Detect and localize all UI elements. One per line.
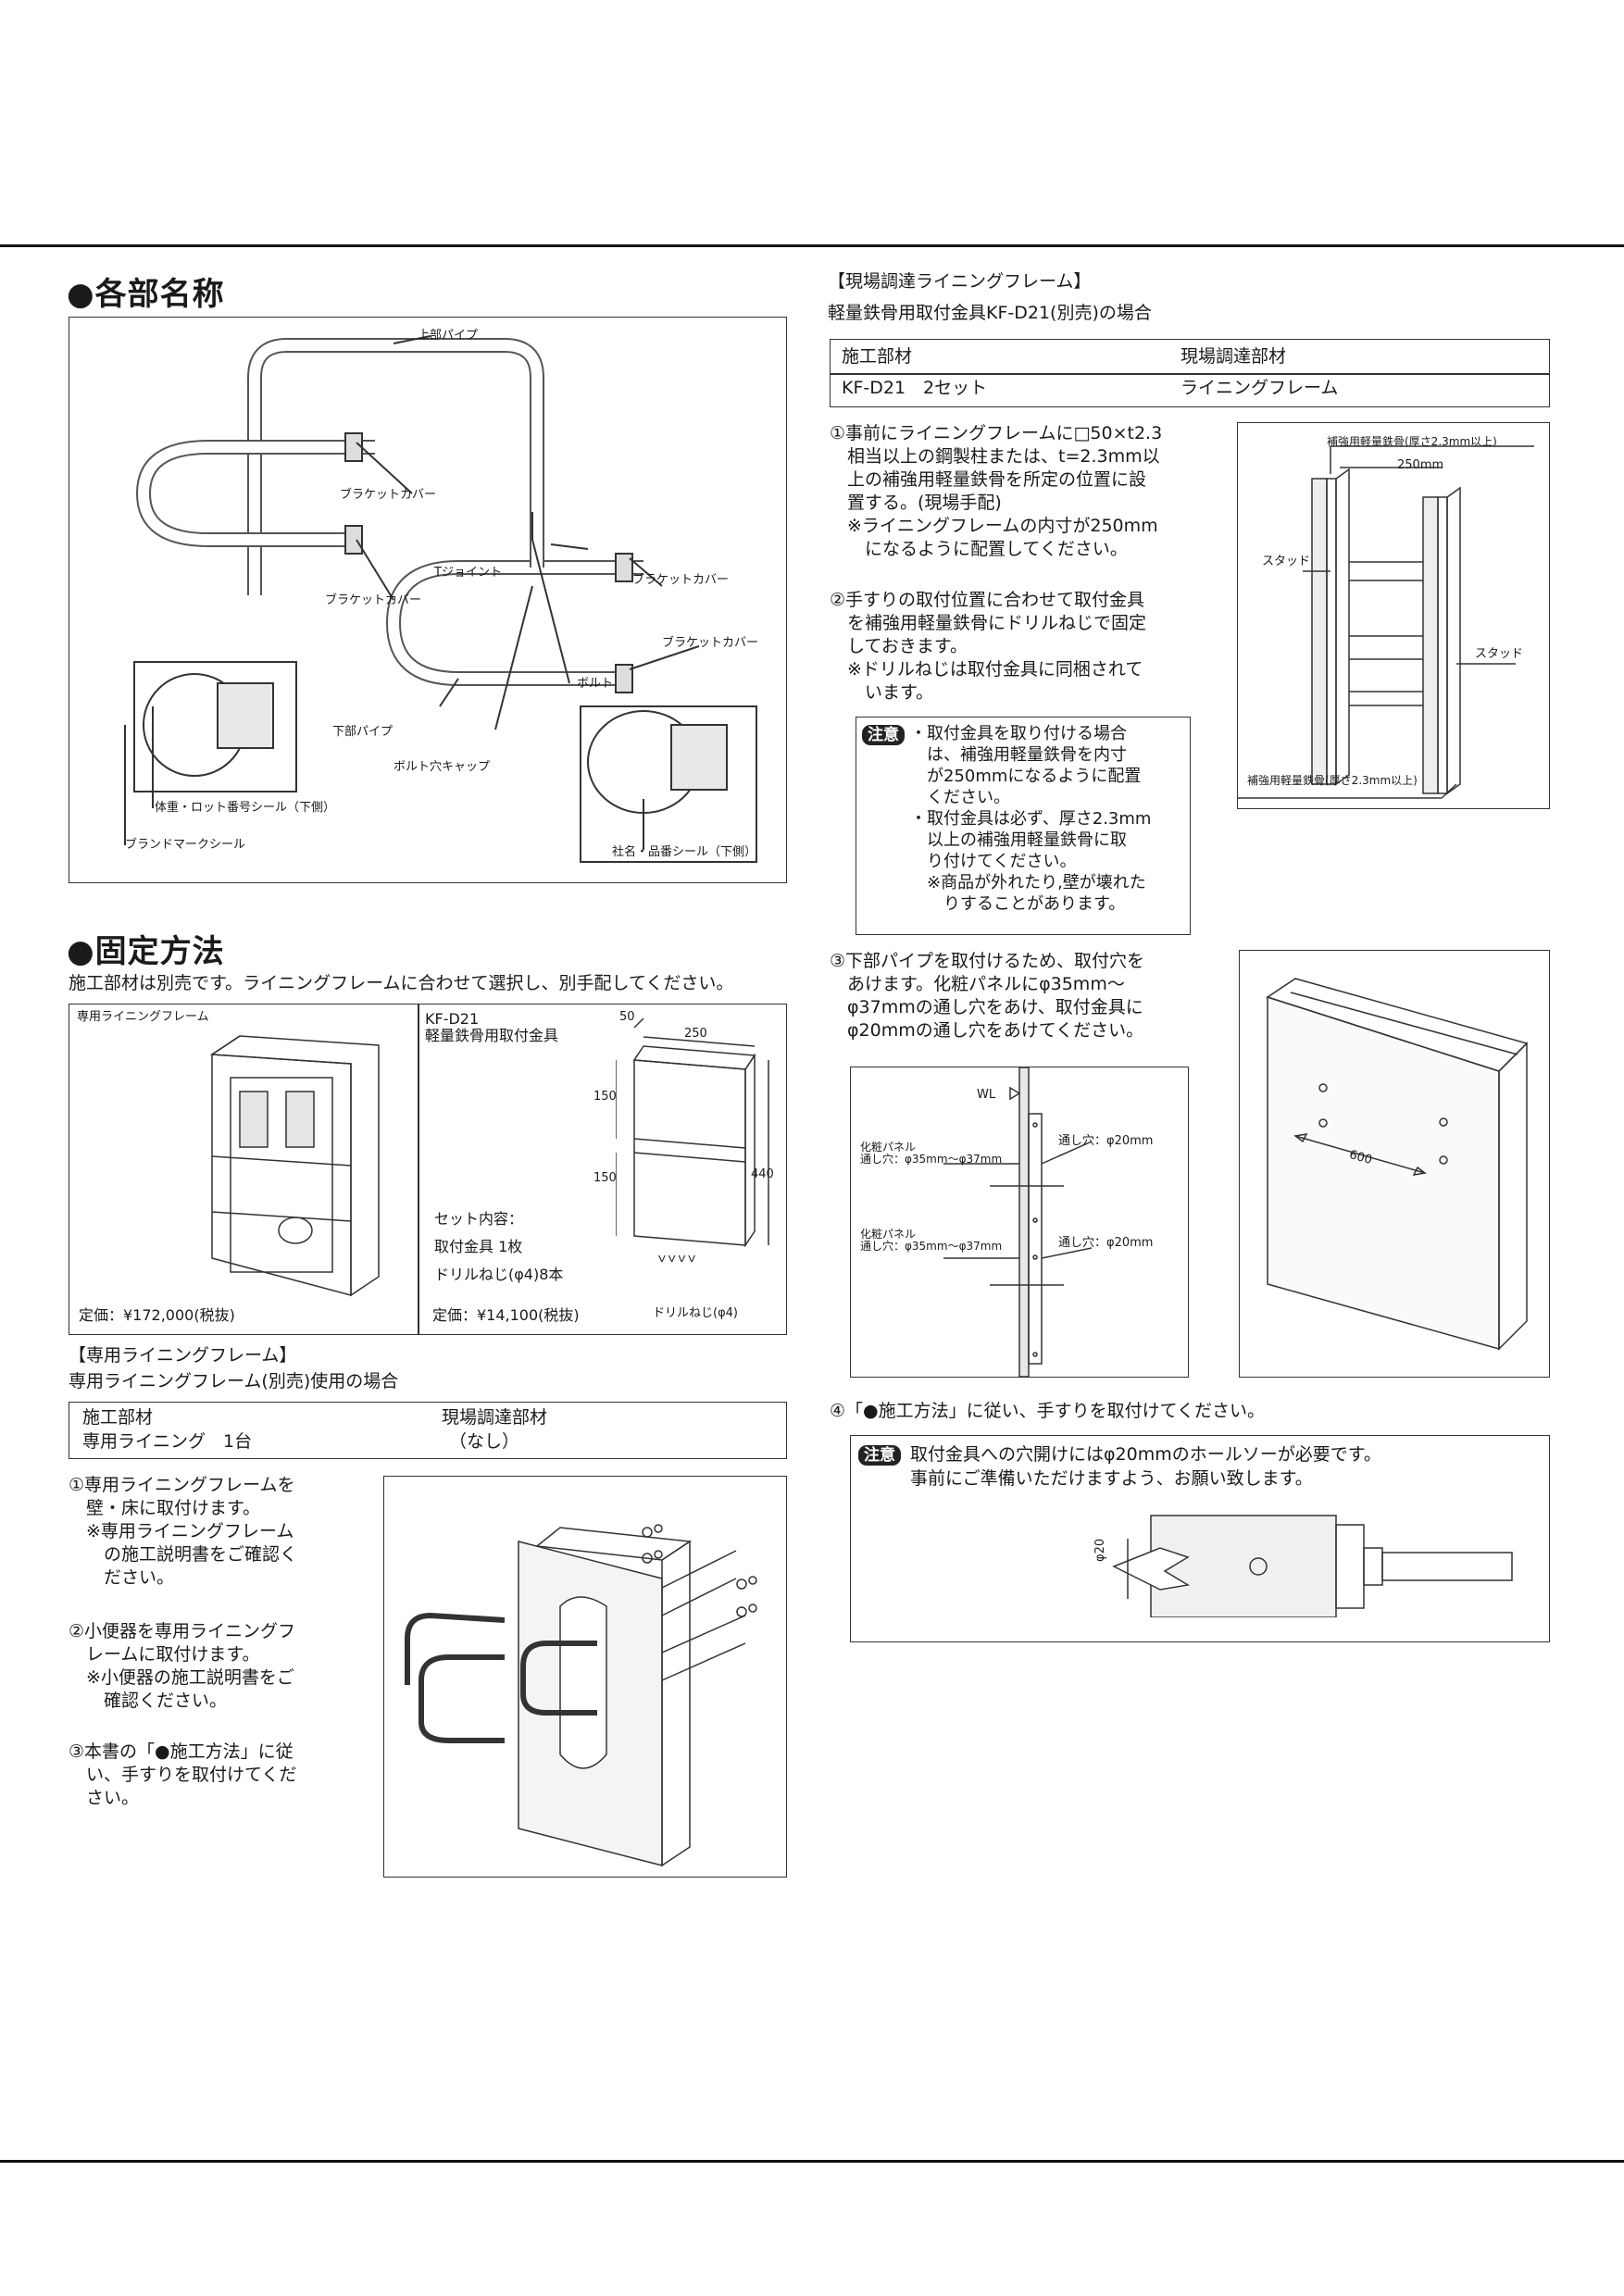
dedicated-col1-head: 施工部材 [82,1407,154,1428]
frame-bottom-label: 補強用軽量鉄骨(厚さ2.3mm以上) [1247,774,1418,787]
site-col2-val: ライニングフレーム [1181,378,1339,398]
dedicated-step-1: ①専用ライニングフレームを 壁・床に取付けます。 ※専用ライニングフレーム の施… [69,1475,298,1588]
bracket-diagram [616,1014,782,1273]
handrail-parts-diagram [69,318,788,884]
caution-box-2: 注意 取付金具への穴開けにはφ20mmのホールソーが必要です。 事前にご準備いた… [850,1435,1550,1642]
label-bracket-cover-1: ブラケットカバー [340,488,437,502]
stud-label-right: スタッド [1475,647,1524,661]
dedicated-col1-val: 専用ライニング 1台 [82,1431,253,1452]
panel-hole-2: 化粧パネル 通し穴：φ35mm～φ37mm [860,1228,1003,1253]
panel-divider [418,1004,419,1334]
section-title-parts: ●各部名称 [67,276,225,313]
label-bracket-cover-3: ブラケットカバー [632,573,730,587]
site-col1-head: 施工部材 [842,346,913,367]
label-upper-pipe: 上部パイプ [418,329,479,343]
decor-panel-drawing [1240,951,1549,1377]
label-company-seal: 社名・品番シール（下側） [612,845,757,859]
label-bolt-cap: ボルト穴キャップ [394,760,491,774]
bottom-rule [0,2160,1624,2163]
dedicated-subheader: 専用ライニングフレーム(別売)使用の場合 [69,1371,399,1391]
section-title-fix: ●固定方法 [67,933,225,970]
label-brand-seal: ブランドマークシール [125,838,246,852]
dedicated-header: 【専用ライニングフレーム】 [69,1345,297,1366]
dedicated-frame-title: 専用ライニングフレーム [77,1010,209,1024]
frame-dim-250mm: 250mm [1397,458,1444,472]
dedicated-table: 施工部材 現場調達部材 専用ライニング 1台 （なし） [69,1402,787,1459]
top-rule [0,244,1624,247]
label-weight-seal: 体重・ロット番号シール（下側） [155,801,336,815]
set-item-2: ドリルねじ(φ4)8本 [434,1266,564,1283]
screw-label: ドリルねじ(φ4) [653,1306,738,1320]
dedicated-frame-diagram [73,1027,416,1304]
dedicated-col2-val: （なし） [449,1431,520,1452]
urinal-frame-drawing [384,1477,786,1877]
label-bracket-cover-2: ブラケットカバー [325,593,422,607]
bracket-model: KF-D21 [425,1010,480,1028]
stud-label-left: スタッド [1262,555,1311,568]
parts-diagram-box: 上部パイプ ブラケットカバー ブラケットカバー Tジョイント ブラケットカバー … [69,317,787,883]
site-step-2: ②手すりの取付位置に合わせて取付金具 を補強用軽量鉄骨にドリルねじで固定 してお… [830,590,1147,703]
caution-2-line-1: 取付金具への穴開けにはφ20mmのホールソーが必要です。 [910,1444,1381,1465]
site-col2-head: 現場調達部材 [1181,346,1287,367]
bracket-hole-1: 通し穴：φ20mm [1058,1134,1154,1148]
fix-intro: 施工部材は別売です。ライニングフレームに合わせて選択し、別手配してください。 [69,973,734,993]
dedicated-frame-price: 定価：¥172,000(税抜) [79,1306,235,1324]
bracket-name: 軽量鉄骨用取付金具 [425,1027,559,1044]
label-t-joint: Tジョイント [434,566,502,580]
label-bracket-cover-4: ブラケットカバー [662,636,759,650]
site-col1-val: KF-D21 2セット [842,378,988,398]
dim-150-b: 150 [593,1171,617,1185]
site-step-1: ①事前にライニングフレームに□50×t2.3 相当以上の鋼製柱または、t=2.3… [830,423,1163,559]
caution-tag-2: 注意 [858,1445,901,1466]
caution-1-text: ・取付金具を取り付ける場合 は、補強用軽量鉄骨を内寸 が250mmになるように配… [910,724,1152,914]
bracket-price: 定価：¥14,100(税抜) [432,1306,580,1324]
caution-2-line-2: 事前にご準備いただけますよう、お願い致します。 [910,1468,1313,1489]
dim-250: 250 [684,1027,707,1041]
frame-section-diagram: 補強用軽量鉄骨(厚さ2.3mm以上) 250mm スタッド スタッド 補強用軽量… [1237,422,1550,809]
site-step-4: ④「●施工方法」に従い、手すりを取付けてください。 [830,1401,1266,1421]
dedicated-col2-head: 現場調達部材 [442,1407,548,1428]
caution-box-1: 注意 ・取付金具を取り付ける場合 は、補強用軽量鉄骨を内寸 が250mmになるよ… [856,717,1191,935]
dedicated-step-3: ③本書の「●施工方法」に従 い、手すりを取付けてくだ さい。 [69,1741,297,1808]
site-header: 【現場調達ライニングフレーム】 [828,271,1092,292]
urinal-install-diagram [383,1476,787,1878]
stud-frame-drawing [1238,423,1549,808]
label-lower-pipe: 下部パイプ [332,725,394,739]
site-table-divider [831,373,1549,375]
frame-top-label: 補強用軽量鉄骨(厚さ2.3mm以上) [1327,435,1497,448]
set-title: セット内容： [434,1210,524,1228]
set-item-1: 取付金具 1枚 [434,1238,523,1255]
panel-hole-1: 化粧パネル 通し穴：φ35mm～φ37mm [860,1141,1003,1166]
site-step-3: ③下部パイプを取付けるため、取付穴を あけます。化粧パネルにφ35mm～ φ37… [830,951,1145,1041]
bracket-hole-2: 通し穴：φ20mm [1058,1236,1154,1250]
hole-section-diagram: WL 化粧パネル 通し穴：φ35mm～φ37mm 通し穴：φ20mm 化粧パネル… [850,1067,1189,1378]
caution-tag-1: 注意 [862,725,905,745]
hole-saw-dim: φ20 [1093,1538,1107,1562]
site-table: 施工部材 現場調達部材 KF-D21 2セット ライニングフレーム [830,339,1550,407]
dim-50: 50 [619,1010,635,1024]
screw-icon: ⱽⱽⱽⱽ [658,1253,699,1272]
hole-saw-drawing [1077,1506,1540,1617]
label-bolt: ボルト [577,677,614,691]
wall-section-drawing [851,1067,1188,1377]
frame-options-box: 専用ライニングフレーム 定価：¥172,000(税抜) KF-D21 軽量鉄骨用… [69,1004,787,1335]
wl-label: WL [977,1088,996,1102]
dim-150-a: 150 [593,1090,617,1104]
panel-drilling-diagram: 600 [1239,950,1550,1378]
dim-440: 440 [751,1167,774,1181]
dedicated-step-2: ②小便器を専用ライニングフ レームに取付けます。 ※小便器の施工説明書をご 確認… [69,1621,296,1711]
site-subheader: 軽量鉄骨用取付金具KF-D21(別売)の場合 [828,303,1152,323]
